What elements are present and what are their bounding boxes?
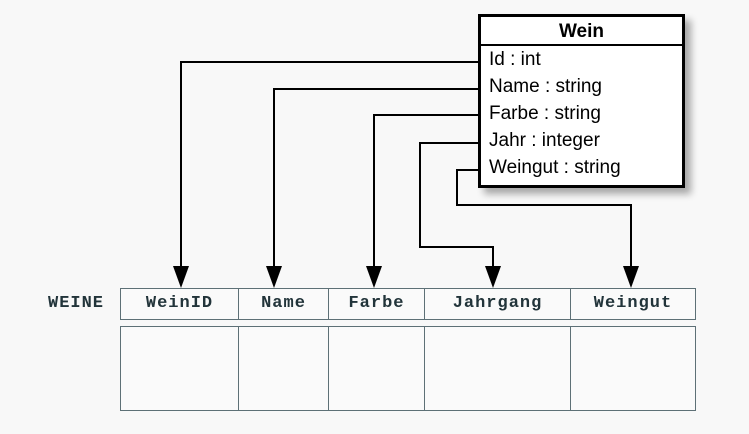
connector-name-to-name bbox=[266, 88, 478, 288]
table-row[interactable] bbox=[120, 326, 696, 411]
class-name-label: Wein bbox=[481, 17, 682, 46]
class-attribute-list: Id : int Name : string Farbe : string Ja… bbox=[481, 46, 682, 181]
table-column-header-farbe: Farbe bbox=[329, 289, 425, 319]
table-column-header-weingut: Weingut bbox=[593, 294, 673, 313]
class-attribute-weingut: Weingut : string bbox=[489, 157, 621, 178]
class-attribute-name: Name : string bbox=[489, 76, 602, 97]
uml-class-box[interactable]: Wein Id : int Name : string Farbe : stri… bbox=[478, 14, 685, 188]
connector-id-to-weinid bbox=[173, 61, 478, 288]
class-attribute-jahr: Jahr : integer bbox=[489, 130, 600, 151]
table-cell-name[interactable] bbox=[239, 327, 329, 410]
table-cell-weingut[interactable] bbox=[571, 327, 695, 410]
table-header-row: WeinID Name Farbe Jahrgang Weingut bbox=[120, 288, 696, 320]
table-cell-farbe[interactable] bbox=[329, 327, 425, 410]
table-name-label: WEINE bbox=[48, 294, 105, 313]
table-column-header-weinid: WeinID bbox=[121, 289, 239, 319]
table-column-header-name: Name bbox=[239, 289, 329, 319]
class-attribute-farbe: Farbe : string bbox=[489, 103, 601, 124]
table-cell-jahrgang[interactable] bbox=[425, 327, 571, 410]
table-column-header-jahrgang: Jahrgang bbox=[425, 289, 571, 319]
table-cell-weinid[interactable] bbox=[121, 327, 239, 410]
class-attribute-id: Id : int bbox=[489, 49, 541, 70]
relational-table[interactable]: WeinID Name Farbe Jahrgang Weingut bbox=[120, 288, 696, 411]
connector-farbe-to-farbe bbox=[366, 114, 478, 288]
